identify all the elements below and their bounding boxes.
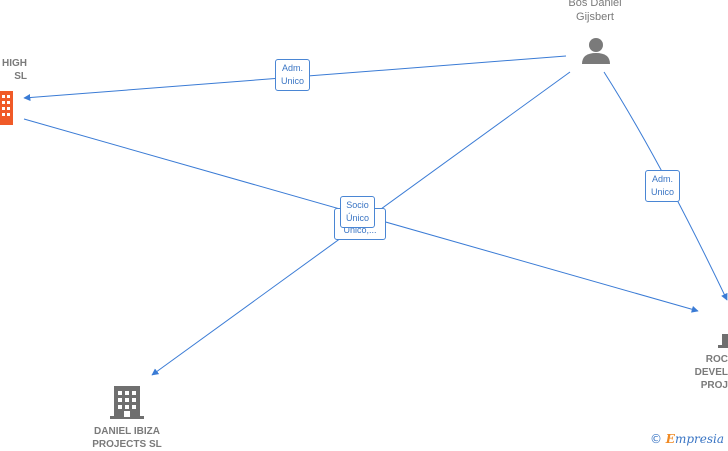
company-bottom-label[interactable]: DANIEL IBIZA PROJECTS SL: [72, 425, 182, 451]
person-name-label[interactable]: Bos Daniel Gijsbert: [560, 0, 630, 24]
edge-label-adm-left[interactable]: Adm. Unico: [275, 59, 311, 91]
edge-label-adm-right-line2: Unico: [651, 187, 675, 197]
person-icon[interactable]: [582, 38, 610, 64]
edge-label-socio[interactable]: Socio Único: [340, 196, 376, 228]
company-right-label[interactable]: ROC DEVEL PROJ: [694, 353, 728, 392]
company-left-line1: HIGH: [2, 58, 27, 69]
edge-label-adm-right[interactable]: Adm. Unico: [645, 170, 681, 202]
brand-name: mpresia: [674, 432, 724, 446]
edge-label-socio-line1: Socio: [346, 200, 369, 210]
company-left-line2: SL: [14, 71, 27, 82]
brand-initial: E: [665, 432, 675, 446]
company-bottom-line2: PROJECTS SL: [92, 439, 162, 450]
building-icon[interactable]: [718, 334, 728, 348]
company-right-line3: PROJ: [700, 380, 728, 391]
person-name-line2: Gijsbert: [576, 11, 614, 23]
edge-label-socio-under: Único,...: [343, 225, 377, 235]
building-icon[interactable]: [0, 91, 13, 125]
edge-label-socio-line2: Único: [346, 213, 370, 223]
edge-label-adm-left-line1: Adm.: [282, 63, 304, 73]
empresia-watermark: © Empresia: [650, 432, 724, 446]
copyright-icon: ©: [649, 432, 662, 446]
company-right-line2: DEVEL: [694, 367, 728, 378]
edge-label-adm-left-line2: Unico: [281, 76, 305, 86]
building-icon[interactable]: [110, 386, 144, 419]
company-right-line1: ROC: [705, 354, 728, 365]
company-left-label[interactable]: HIGH SL: [0, 57, 27, 83]
company-bottom-line1: DANIEL IBIZA: [94, 426, 160, 437]
person-name-line1: Bos Daniel: [568, 0, 622, 9]
edge-label-adm-right-line1: Adm.: [652, 174, 674, 184]
